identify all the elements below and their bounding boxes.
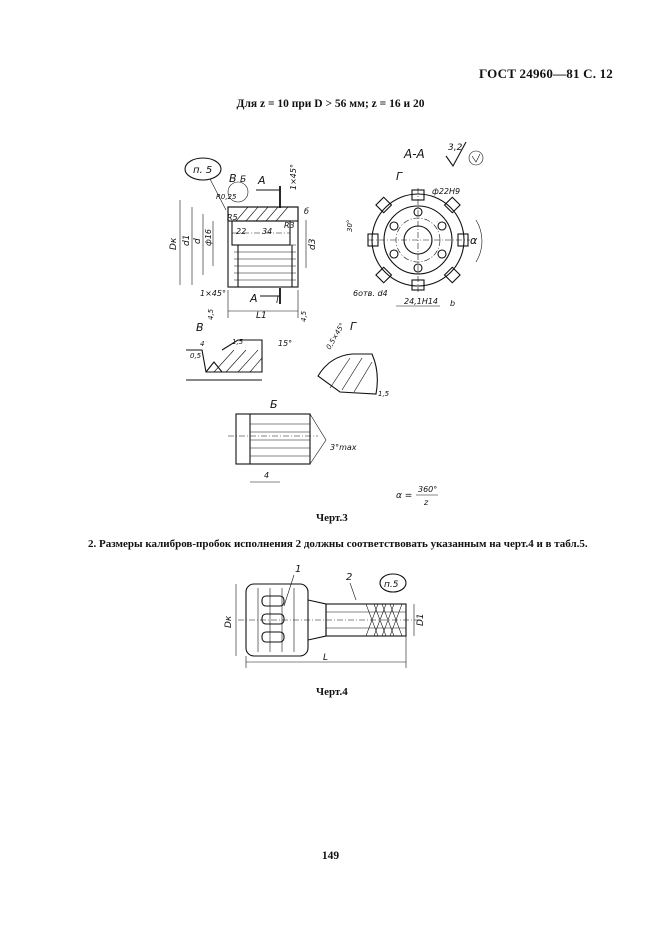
- chamfer-top-label: 1×45°: [289, 164, 298, 190]
- fig3-section-aa: А-А 3,2 Г ф22Н9: [346, 141, 484, 308]
- dim-b-top-label: б: [304, 207, 309, 216]
- dim-d3-label: d3: [308, 238, 318, 250]
- r3-label: R3: [284, 221, 295, 230]
- fig3-caption: Черт.3: [316, 512, 348, 524]
- fig4-item2-label: 2: [346, 572, 352, 583]
- chamfer-bottom-label: 1×45°: [200, 289, 226, 298]
- view-b-small-label: Б: [240, 175, 246, 185]
- dim-l1-label: L1: [256, 311, 267, 321]
- section-aa-label: А-А: [403, 147, 425, 161]
- fig4-note-p5-label: п.5: [384, 580, 399, 590]
- dim-22-label: 22: [236, 227, 246, 236]
- section-a-top-label: А: [257, 174, 266, 187]
- fig3-detail-v: В 4 0,5 1,5 15°: [186, 321, 292, 381]
- dim-4-label: 4: [200, 340, 204, 348]
- dim-6otv-label: 6отв. d4: [353, 289, 388, 298]
- formula-denominator: z: [423, 498, 429, 507]
- dim-b-gear-label: b: [450, 299, 455, 308]
- r025-label: R0,25: [216, 193, 237, 201]
- fig4-caption: Черт.4: [316, 686, 348, 698]
- dim-l-label: l: [276, 296, 279, 306]
- dim-d16-label: ф16: [204, 229, 213, 246]
- fig4-dk-label: Dк: [224, 615, 234, 628]
- fig4-item1-label: 1: [295, 564, 301, 575]
- fig3-main-view: п. 5 В Б А 1×45°: [169, 157, 318, 322]
- dim-15deg-label: 15°: [278, 339, 292, 348]
- r05-label: 0,5: [190, 352, 202, 360]
- dim-05x45-label: 0,5×45°: [325, 322, 347, 351]
- page-header: ГОСТ 24960—81 С. 12: [479, 66, 613, 81]
- r5-label: R5: [227, 213, 238, 222]
- dim-4-b-label: 4: [264, 471, 269, 480]
- dim-22h9-label: ф22Н9: [432, 187, 460, 196]
- fig4-drawing: 1 2 п.5: [224, 564, 426, 668]
- detail-g-label: Г: [350, 320, 357, 333]
- roughness-label: 3,2: [448, 143, 463, 153]
- fig3-detail-b: Б 3°max 4: [228, 398, 357, 483]
- dim-45-left-label: 4,5: [207, 308, 215, 320]
- dim-3max-label: 3°max: [330, 443, 357, 452]
- dim-15-g-label: 1,5: [378, 390, 390, 398]
- dim-d-label: d: [193, 238, 203, 244]
- dim-d1-label: d1: [182, 235, 192, 246]
- note-p5-label: п. 5: [193, 165, 212, 176]
- view-b-label: В: [229, 172, 237, 185]
- page-number: 149: [321, 850, 340, 862]
- formula-numerator: 360°: [418, 485, 437, 494]
- dim-30-label: 30°: [346, 220, 354, 232]
- dim-45-right-label: 4,5: [300, 310, 308, 322]
- dim-34-label: 34: [262, 227, 272, 236]
- subheading: Для z = 10 при D > 56 мм; z = 16 и 20: [236, 98, 425, 110]
- alpha-formula: α = 360° z: [396, 485, 438, 507]
- dim-alpha-label: α: [470, 234, 478, 247]
- fig3-detail-g: Г 0,5×45° 1,5: [317, 320, 390, 398]
- dim-dk-label: Dк: [169, 237, 179, 250]
- dim-241h14-label: 24,1Н14: [404, 297, 438, 306]
- fig4-d1-label: D1: [416, 613, 426, 626]
- formula-alpha: α =: [396, 491, 412, 501]
- detail-v-label: В: [196, 321, 204, 334]
- view-g-top-label: Г: [396, 170, 403, 183]
- section-a-bottom-label: А: [249, 292, 258, 305]
- dim-15-v-label: 1,5: [232, 338, 244, 346]
- paragraph-2: 2. Размеры калибров-пробок исполнения 2 …: [88, 538, 588, 550]
- fig4-l-label: L: [323, 653, 328, 663]
- detail-b-label: Б: [270, 398, 278, 411]
